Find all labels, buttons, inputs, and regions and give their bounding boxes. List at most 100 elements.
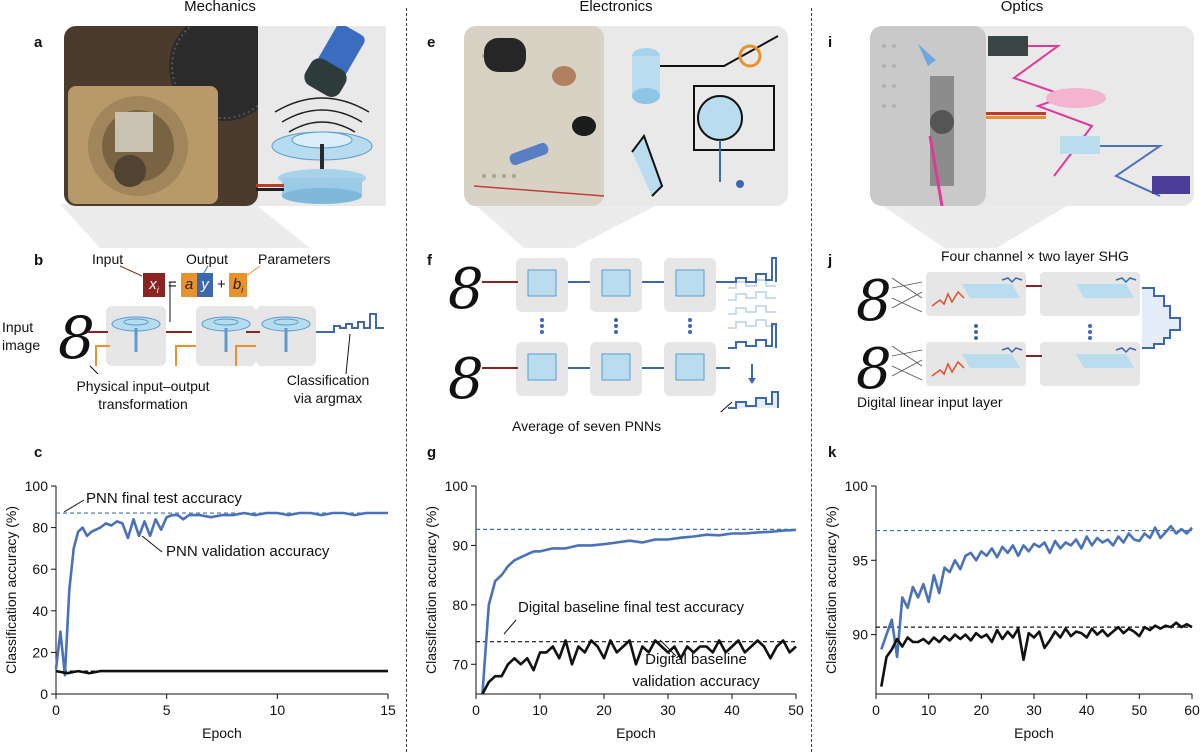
x-tick-label: 40	[1079, 702, 1095, 718]
output-label: Output	[186, 251, 229, 267]
input-image-label-line2: image	[2, 337, 41, 353]
x-tick-label: 10	[532, 702, 548, 718]
y-tick-label: 40	[32, 603, 48, 619]
y-tick-label: 90	[852, 627, 868, 643]
y-tick-label: 20	[32, 644, 48, 660]
x-tick-label: 20	[596, 702, 612, 718]
y-axis-label: Classification accuracy (%)	[823, 506, 839, 674]
panel-letter-k: k	[828, 444, 837, 461]
panel-letter-b: b	[34, 252, 44, 269]
x-term: x	[149, 276, 157, 293]
y-tick-label: 80	[452, 597, 468, 613]
classification-label-line2: via argmax	[293, 390, 363, 406]
transform-label-line1: Physical input–output	[76, 378, 210, 394]
svg-text:8: 8	[856, 337, 892, 398]
classification-label: Classification via argmax	[268, 371, 388, 407]
y-term-box: y	[197, 273, 213, 297]
y-axis-label: Classification accuracy (%)	[423, 506, 439, 674]
annotation-0: Digital baseline final test accuracy	[518, 599, 744, 616]
y-tick-label: 100	[25, 478, 49, 494]
series-line-0	[481, 528, 797, 695]
x-tick-label: 20	[974, 702, 990, 718]
series-line-0	[880, 524, 1193, 659]
panel-letter-c: c	[34, 444, 43, 461]
x-tick-label: 50	[788, 702, 804, 718]
shg-label: Four channel × two layer SHG	[941, 248, 1129, 264]
annotation-1-line2: validation accuracy	[632, 673, 760, 690]
x-tick-label: 50	[1132, 702, 1148, 718]
annotation-leader-1	[141, 535, 163, 553]
annotation-leader-1	[659, 639, 677, 657]
y-tick-label: 100	[845, 478, 869, 494]
digital-linear-layer-label: Digital linear input layer	[857, 394, 1003, 410]
input-image-label-line1: Input	[2, 319, 34, 335]
annotation-1-line1: Digital baseline	[645, 651, 747, 668]
panel-letter-a: a	[34, 34, 43, 51]
column-title-electronics: Electronics	[579, 0, 653, 15]
x-tick-label: 60	[1184, 702, 1200, 718]
plus-sign: +	[217, 276, 226, 293]
series-line-1	[55, 669, 388, 675]
b-term: b	[232, 276, 242, 293]
series-line-1	[880, 621, 1193, 687]
average-label: Average of seven PNNs	[512, 418, 662, 434]
column-divider-left	[406, 8, 407, 752]
svg-text:8: 8	[448, 257, 484, 322]
x-tick-label: 10	[270, 702, 286, 718]
annotation-0: PNN final test accuracy	[86, 490, 242, 507]
x-tick-label: 5	[163, 702, 171, 718]
annotation-leader-0	[503, 619, 517, 635]
panel-letter-g: g	[427, 444, 437, 461]
y-tick-label: 60	[32, 561, 48, 577]
x-tick-label: 40	[724, 702, 740, 718]
x-tick-label: 0	[472, 702, 480, 718]
x-axis-label: Epoch	[616, 725, 656, 741]
input-image-label: Input image	[2, 318, 40, 354]
x-tick-label: 0	[52, 702, 60, 718]
svg-text:8: 8	[856, 269, 892, 334]
panel-letter-e: e	[427, 34, 436, 51]
annotation-leader-0	[63, 499, 85, 513]
electronics-circuit-illustration	[464, 26, 788, 248]
panel-letter-j: j	[828, 252, 833, 269]
x-tick-label: 0	[872, 702, 880, 718]
x-tick-label: 30	[1026, 702, 1042, 718]
annotation-1: PNN validation accuracy	[166, 543, 330, 560]
x-axis-label: Epoch	[202, 725, 242, 741]
y-tick-label: 0	[40, 686, 48, 702]
column-divider-right	[811, 8, 812, 752]
column-title-mechanics: Mechanics	[184, 0, 256, 15]
svg-text:8: 8	[58, 304, 95, 372]
transform-label-line2: transformation	[98, 396, 188, 412]
classification-label-line1: Classification	[286, 372, 370, 388]
y-axis-label: Classification accuracy (%)	[3, 506, 19, 674]
transform-label: Physical input–output transformation	[48, 377, 238, 413]
pnn-ensemble-diagram-f: 8 8	[448, 257, 779, 412]
a-term-box: a	[181, 273, 197, 297]
x-tick-label: 15	[380, 702, 396, 718]
y-tick-label: 100	[445, 478, 469, 494]
panel-letter-i: i	[828, 34, 833, 51]
x-term-box: xi	[143, 273, 165, 297]
x-axis-label: Epoch	[1014, 725, 1054, 741]
optics-setup-illustration	[870, 26, 1194, 248]
y-tick-label: 80	[32, 520, 48, 536]
series-line-1	[481, 639, 797, 695]
input-label: Input	[92, 251, 124, 267]
b-term-box: bi	[229, 273, 247, 297]
equals-sign: =	[168, 276, 177, 293]
pnn-pipeline-diagram-b: 8	[58, 265, 384, 374]
parameters-label: Parameters	[258, 251, 331, 267]
y-tick-label: 70	[452, 656, 468, 672]
y-tick-label: 95	[852, 552, 868, 568]
mechanics-speaker-illustration	[60, 26, 386, 248]
svg-text:8: 8	[448, 347, 484, 412]
column-title-optics: Optics	[1000, 0, 1044, 15]
panel-letter-f: f	[427, 252, 432, 269]
shg-network-diagram-j: 8 8	[856, 269, 1181, 398]
x-tick-label: 10	[921, 702, 937, 718]
y-tick-label: 90	[452, 537, 468, 553]
x-tick-label: 30	[660, 702, 676, 718]
